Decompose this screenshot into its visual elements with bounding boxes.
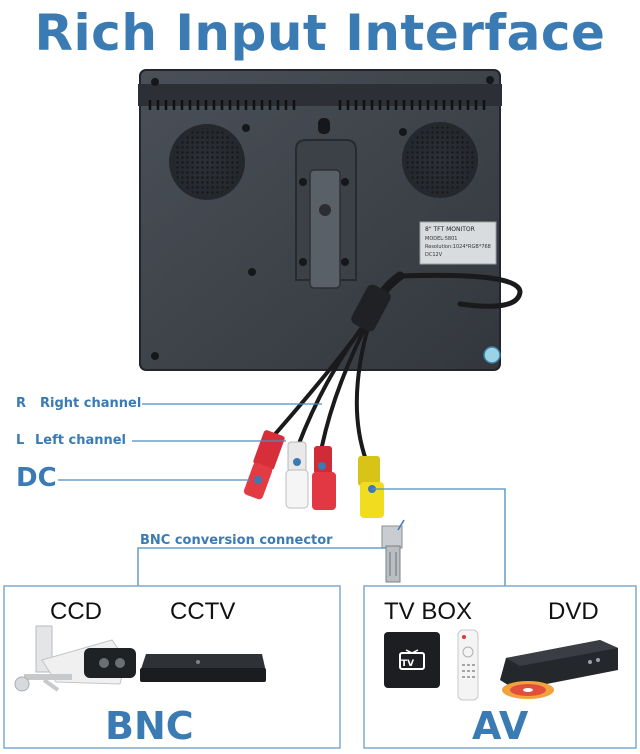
right-channel-label: Right channel — [40, 396, 142, 411]
bnc-adapter — [381, 519, 405, 583]
red-plug-right — [312, 446, 336, 510]
tv-box-image — [384, 632, 440, 688]
cctv-label: CCTV — [170, 598, 236, 625]
dvd-player-image — [500, 640, 618, 699]
sticker-line-1: 8" TFT MONITOR — [425, 226, 475, 233]
white-plug — [285, 441, 309, 509]
left-channel-label: Left channel — [35, 433, 127, 448]
tv-icon-label: TV — [401, 659, 415, 669]
monitor-back — [138, 69, 502, 371]
dc-label: DC — [16, 463, 57, 493]
bnc-label: BNC — [105, 704, 194, 748]
ccd-label: CCD — [50, 598, 102, 625]
l-letter: L — [16, 433, 25, 448]
sticker-line-4: DC12V — [425, 252, 443, 258]
callout-lines — [58, 403, 506, 586]
ccd-camera-image — [14, 625, 136, 692]
r-letter: R — [16, 396, 27, 411]
yellow-plug — [358, 456, 384, 518]
red-plug-left — [243, 430, 285, 500]
sticker-line-3: Resolution:1024*RGB*768 — [425, 244, 491, 250]
sticker-line-2: MODEL:5801 — [425, 236, 458, 242]
remote-control-image — [457, 629, 479, 701]
ferrite-core — [351, 284, 391, 332]
cctv-recorder-image — [140, 654, 266, 682]
dvd-label: DVD — [548, 598, 599, 625]
page-title: Rich Input Interface — [34, 4, 606, 62]
tv-box-label: TV BOX — [384, 598, 473, 625]
av-label: AV — [472, 704, 529, 748]
bnc-conversion-label: BNC conversion connector — [140, 533, 333, 548]
